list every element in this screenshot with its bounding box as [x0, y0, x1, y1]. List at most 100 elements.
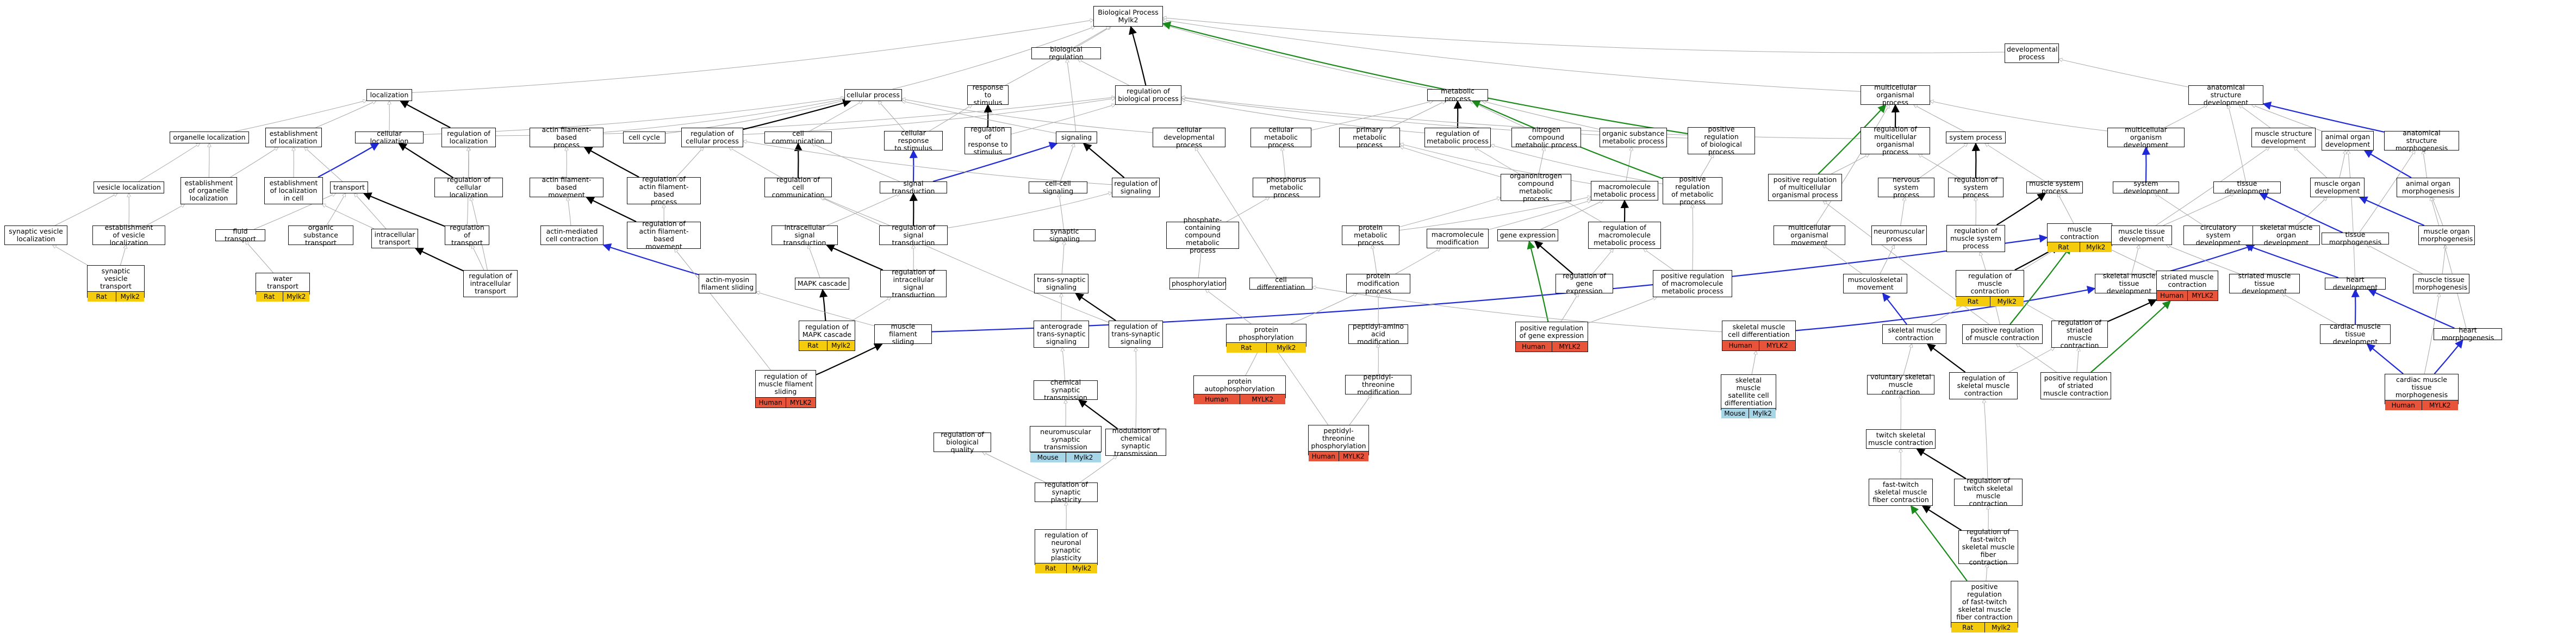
go-term-node[interactable]: establishment of localization in cell	[264, 177, 323, 204]
go-term-node[interactable]: cellular metabolic process	[1250, 126, 1311, 149]
go-term-node[interactable]: regulation of intracellular transport	[463, 270, 518, 297]
go-term-node[interactable]: multicellular organismal process	[1861, 84, 1930, 106]
go-term-node[interactable]: anatomical structure morphogenesis	[2384, 129, 2459, 152]
go-term-node[interactable]: positive regulation of metabolic process	[1663, 176, 1722, 206]
go-term-node[interactable]: peptidyl-threonine modification	[1345, 373, 1411, 396]
go-term-node[interactable]: voluntary skeletal muscle contraction	[1867, 373, 1934, 396]
go-term-node[interactable]: anterograde trans-synaptic signaling	[1034, 321, 1089, 348]
go-term-node[interactable]: positive regulation of muscle contractio…	[1962, 324, 2043, 344]
go-term-node[interactable]: transport	[330, 181, 368, 193]
go-term-node[interactable]: macromolecule modification	[1427, 229, 1489, 248]
go-term-node[interactable]: muscle tissue development	[2111, 225, 2172, 245]
go-term-node[interactable]: establishment of organelle localization	[181, 177, 237, 204]
go-term-node[interactable]: regulation of muscle system process	[1946, 225, 2005, 252]
go-term-node[interactable]: modulation of chemical synaptic transmis…	[1105, 427, 1166, 457]
go-term-node[interactable]: regulation of trans-synaptic signaling	[1109, 321, 1163, 348]
go-term-node[interactable]: gene expression	[1497, 229, 1558, 241]
go-term-node[interactable]: system process	[1946, 131, 2006, 143]
go-term-node[interactable]: developmental process	[2005, 43, 2059, 63]
go-term-node[interactable]: regulation of signal transduction	[879, 224, 948, 247]
go-term-node[interactable]: cellular process	[844, 89, 902, 101]
go-term-node[interactable]: regulation of twitch skeletal muscle con…	[1954, 477, 2023, 507]
go-term-node[interactable]: heart morphogenesis	[2434, 327, 2502, 342]
go-term-node[interactable]: circulatory system development	[2183, 224, 2253, 247]
go-term-node[interactable]: MAPK cascade	[795, 278, 849, 290]
go-term-node[interactable]: organic substance metabolic process	[1600, 128, 1667, 147]
go-term-node[interactable]: regulation of intracellular signal trans…	[880, 268, 947, 299]
go-term-node[interactable]: skeletal muscle satellite cell different…	[1721, 374, 1776, 418]
go-term-node[interactable]: regulation of metabolic process	[1424, 128, 1491, 147]
go-term-node[interactable]: phosphorus metabolic process	[1253, 176, 1320, 199]
go-term-node[interactable]: cell differentiation	[1249, 276, 1312, 291]
go-term-node[interactable]: tissue development	[2213, 180, 2281, 195]
go-term-node[interactable]: positive regulation of biological proces…	[1688, 126, 1755, 156]
go-term-node[interactable]: regulation of signaling	[1112, 178, 1160, 197]
go-term-node[interactable]: cell communication	[764, 130, 832, 145]
go-term-node[interactable]: peptidyl-amino acid modification	[1348, 323, 1408, 346]
go-term-node[interactable]: organelle localization	[170, 131, 249, 143]
go-term-node[interactable]: nervous system process	[1878, 176, 1934, 199]
go-term-node[interactable]: anatomical structure development	[2188, 84, 2263, 106]
go-term-node[interactable]: system development	[2113, 180, 2179, 195]
go-term-node[interactable]: actin-myosin filament sliding	[699, 274, 756, 293]
go-term-node[interactable]: cellular localization	[355, 130, 424, 145]
go-term-node[interactable]: intracellular transport	[371, 229, 418, 248]
go-term-node[interactable]: muscle filament sliding	[874, 323, 932, 346]
go-term-node[interactable]: signal transduction	[880, 180, 947, 195]
go-term-node[interactable]: positive regulation of striated muscle c…	[2040, 372, 2111, 399]
go-term-node[interactable]: actin filament-based movement	[530, 176, 603, 199]
go-term-node[interactable]: regulation of cellular localization	[434, 176, 503, 199]
go-term-node[interactable]: localization	[366, 89, 412, 101]
go-term-node[interactable]: synaptic signaling	[1034, 228, 1096, 243]
go-term-node[interactable]: positive regulation of fast-twitch skele…	[1951, 581, 2018, 632]
go-term-node[interactable]: signaling	[1056, 131, 1097, 143]
go-term-node[interactable]: regulation of striated muscle contractio…	[2051, 319, 2108, 349]
go-term-node[interactable]: skeletal muscle tissue development	[2095, 272, 2163, 295]
go-term-node[interactable]: synaptic vesicle localization	[4, 225, 67, 245]
go-term-node[interactable]: muscle organ morphogenesis	[2418, 225, 2475, 245]
go-term-node[interactable]: regulation of transport	[445, 224, 489, 247]
go-term-node[interactable]: regulation of actin filament-based proce…	[627, 176, 701, 206]
go-term-node[interactable]: phosphorylation	[1169, 278, 1227, 290]
go-term-node[interactable]: cell cycle	[623, 131, 665, 143]
go-term-node[interactable]: regulation of macromolecule metabolic pr…	[1588, 222, 1661, 249]
go-term-node[interactable]: intracellular signal transduction	[771, 224, 838, 247]
go-term-node[interactable]: fast-twitch skeletal muscle fiber contra…	[1869, 479, 1933, 506]
go-term-node[interactable]: regulation of response to stimulus	[965, 126, 1011, 156]
go-term-node[interactable]: muscle system process	[2026, 180, 2083, 195]
go-term-node[interactable]: macromolecule metabolic process	[1591, 181, 1658, 200]
go-term-node[interactable]: animal organ morphogenesis	[2397, 178, 2460, 197]
go-term-node[interactable]: multicellular organismal movement	[1774, 224, 1845, 247]
go-term-node[interactable]: cellular response to stimulus	[884, 129, 943, 152]
go-term-node[interactable]: protein modification process	[1346, 272, 1410, 295]
go-term-node[interactable]: striated muscle tissue development	[2229, 272, 2300, 295]
go-term-node[interactable]: neuromuscular process	[1871, 225, 1927, 245]
go-term-node[interactable]: regulation of localization	[441, 128, 496, 147]
go-term-node[interactable]: regulation of synaptic plasticity	[1035, 481, 1098, 504]
go-term-node[interactable]: actin filament-based process	[530, 126, 603, 149]
go-term-node[interactable]: regulation of biological quality	[934, 431, 991, 454]
go-term-node[interactable]: positive regulation of macromolecule met…	[1653, 270, 1732, 297]
go-term-node[interactable]: tissue morphogenesis	[2322, 231, 2389, 246]
go-term-node[interactable]: regulation of system process	[1948, 176, 2003, 199]
go-term-node[interactable]: animal organ development	[2322, 131, 2374, 151]
go-term-node[interactable]: multicellular organism development	[2107, 126, 2185, 149]
go-term-node[interactable]: regulation of neuronal synaptic plastici…	[1035, 529, 1098, 573]
go-term-node[interactable]: biological regulation	[1031, 46, 1101, 61]
go-term-node[interactable]: cell-cell signaling	[1029, 180, 1087, 195]
go-term-node[interactable]: response to stimulus	[967, 84, 1009, 106]
go-term-node[interactable]: skeletal muscle organ development	[2253, 224, 2320, 247]
go-term-node[interactable]: muscle structure development	[2251, 128, 2316, 147]
go-term-node[interactable]: Biological Process Mylk2	[1093, 6, 1163, 27]
go-term-node[interactable]: regulation of cell communication	[764, 176, 832, 199]
go-term-node[interactable]: muscle tissue morphogenesis	[2413, 274, 2469, 293]
go-term-node[interactable]: trans-synaptic signaling	[1034, 274, 1088, 293]
go-term-node[interactable]: twitch skeletal muscle contraction	[1866, 429, 1936, 449]
